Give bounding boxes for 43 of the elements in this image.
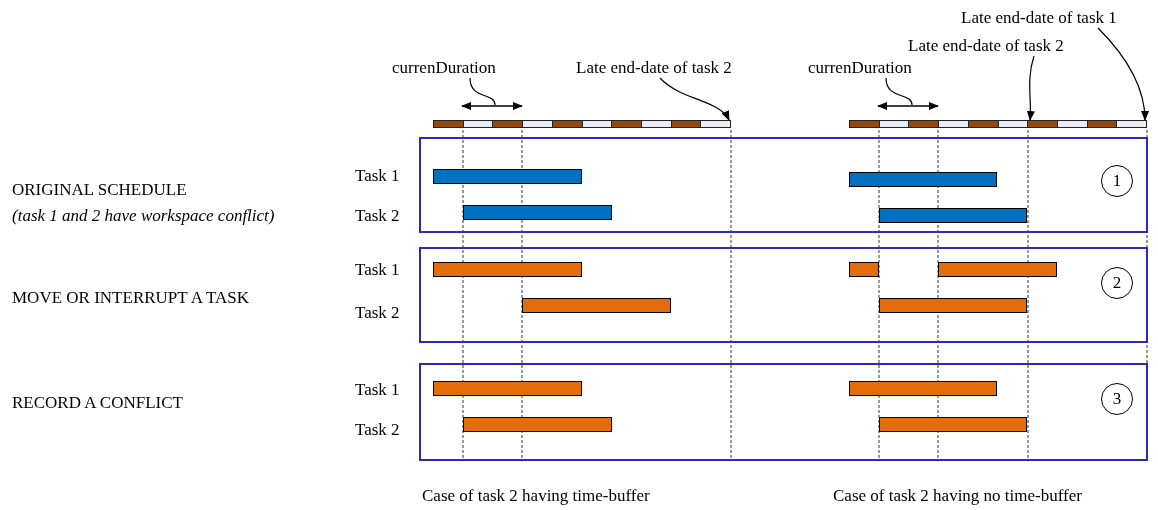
step-number: 2 — [1101, 267, 1133, 299]
task-bar — [879, 208, 1027, 223]
scenario-panel — [419, 137, 1148, 233]
row-heading: RECORD A CONFLICT — [12, 393, 183, 413]
task-label: Task 2 — [355, 420, 400, 440]
step-number: 1 — [1101, 165, 1133, 197]
task-bar — [938, 262, 1057, 277]
case-caption: Case of task 2 having time-buffer — [422, 486, 650, 506]
annotation-text: currenDuration — [392, 58, 496, 78]
task-bar — [463, 205, 612, 220]
task-bar — [463, 417, 612, 432]
task-bar — [849, 381, 997, 396]
timeline-bar — [433, 120, 731, 128]
leader-line — [885, 77, 913, 106]
scenario-panel — [419, 247, 1148, 343]
task-bar — [433, 262, 582, 277]
leader-line — [469, 77, 496, 106]
task-label: Task 2 — [355, 303, 400, 323]
case-caption: Case of task 2 having no time-buffer — [833, 486, 1082, 506]
task-bar — [879, 298, 1027, 313]
leader-line — [659, 77, 730, 121]
annotation-text: Late end-date of task 2 — [576, 58, 732, 78]
row-heading: ORIGINAL SCHEDULE — [12, 180, 187, 200]
task-bar — [433, 169, 582, 184]
task-label: Task 1 — [355, 166, 400, 186]
note: (task 1 and 2 have workspace conflict) — [12, 206, 275, 226]
task-bar — [879, 417, 1027, 432]
annotation-text: Late end-date of task 2 — [908, 36, 1064, 56]
task-bar — [849, 262, 879, 277]
task-label: Task 2 — [355, 206, 400, 226]
leader-line — [1026, 55, 1035, 121]
row-heading: MOVE OR INTERRUPT A TASK — [12, 288, 249, 308]
scenario-panel — [419, 363, 1148, 461]
step-number: 3 — [1101, 383, 1133, 415]
task-bar — [433, 381, 582, 396]
annotation-text: currenDuration — [808, 58, 912, 78]
task-bar — [522, 298, 671, 313]
annotation-text: Late end-date of task 1 — [961, 8, 1117, 28]
timeline-bar — [849, 120, 1147, 128]
task-label: Task 1 — [355, 260, 400, 280]
task-label: Task 1 — [355, 380, 400, 400]
task-bar — [849, 172, 997, 187]
leader-line — [1097, 27, 1149, 121]
